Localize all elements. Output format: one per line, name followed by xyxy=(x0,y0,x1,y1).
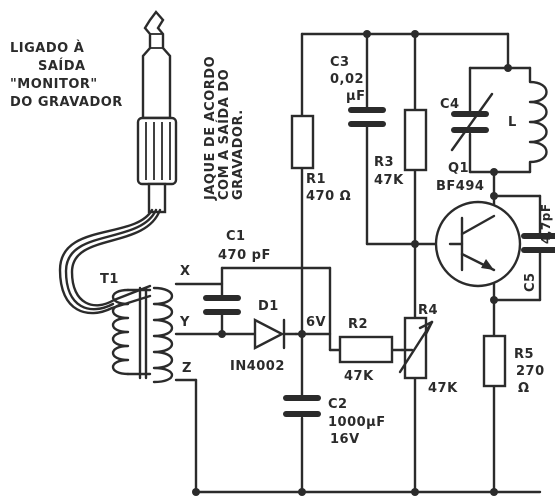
c1-name: C1 xyxy=(226,229,246,244)
r1-value: 470 Ω xyxy=(306,189,351,204)
r5-value-line2: Ω xyxy=(518,381,530,396)
jack-note-line2: COM A SAÍDA DO xyxy=(216,69,232,200)
capacitor-c5 xyxy=(521,233,555,253)
c4-name: C4 xyxy=(440,97,460,112)
r2-value: 47K xyxy=(344,369,374,384)
coil-name: L xyxy=(508,115,517,130)
wiring xyxy=(174,32,548,494)
r3-value: 47K xyxy=(374,173,404,188)
r5-value-line1: 270 xyxy=(516,364,545,379)
d1-value: IN4002 xyxy=(230,359,285,374)
jack-note: JAQUE DE ACORDO COM A SAÍDA DO GRAVADOR. xyxy=(203,56,246,201)
capacitor-c1 xyxy=(203,295,241,315)
potentiometer-r4 xyxy=(398,316,434,380)
resistor-r5 xyxy=(482,334,507,388)
jack-note-line3: GRAVADOR. xyxy=(231,109,246,200)
r5-name: R5 xyxy=(514,347,534,362)
c5-value-label: 4,7pF xyxy=(539,203,553,244)
diode-d1 xyxy=(253,318,298,350)
t1-label: T1 xyxy=(100,272,119,287)
q1-name: Q1 xyxy=(448,161,469,176)
c2-value-line2: 16V xyxy=(330,432,360,447)
r3-name: R3 xyxy=(374,155,394,170)
r2-name: R2 xyxy=(348,317,368,332)
c5-label: C5 xyxy=(523,272,538,292)
plug-note-line4: DO GRAVADOR xyxy=(10,95,123,110)
plug-cable xyxy=(58,208,162,315)
capacitor-c2 xyxy=(283,395,321,417)
c5-value: 4,7pF xyxy=(539,203,553,244)
transformer-t1 xyxy=(111,286,174,384)
resistor-r1 xyxy=(290,114,315,170)
tap-y-label: Y xyxy=(179,315,190,330)
c3-name: C3 xyxy=(330,55,350,70)
c2-name: C2 xyxy=(328,397,348,412)
plug-note-line3: "MONITOR" xyxy=(10,77,98,92)
capacitor-c3 xyxy=(348,107,386,127)
r1-name: R1 xyxy=(306,172,326,187)
d1-name: D1 xyxy=(258,299,279,314)
c3-value-line1: 0,02 xyxy=(330,72,364,87)
c2-value-line1: 1000µF xyxy=(328,415,386,430)
jack-note-line1: JAQUE DE ACORDO xyxy=(203,56,218,201)
phone-plug xyxy=(136,10,178,214)
plug-note-line2: SAÍDA xyxy=(38,58,86,74)
tap-x-label: X xyxy=(180,264,191,279)
q1-value: BF494 xyxy=(436,179,484,194)
transistor-q1 xyxy=(434,200,522,288)
resistor-r2 xyxy=(338,335,394,364)
resistor-r3 xyxy=(403,108,428,172)
c5-name: C5 xyxy=(523,272,538,292)
trimmer-capacitor-c4 xyxy=(450,92,494,152)
plug-note-line1: LIGADO À xyxy=(10,40,84,56)
tap-z-label: Z xyxy=(182,361,192,376)
junctions xyxy=(192,30,512,496)
r4-value: 47K xyxy=(428,381,458,396)
r4-name: R4 xyxy=(418,303,438,318)
c1-value: 470 pF xyxy=(218,248,271,263)
node-6v-label: 6V xyxy=(306,315,326,330)
c3-value-line2: µF xyxy=(346,89,365,104)
